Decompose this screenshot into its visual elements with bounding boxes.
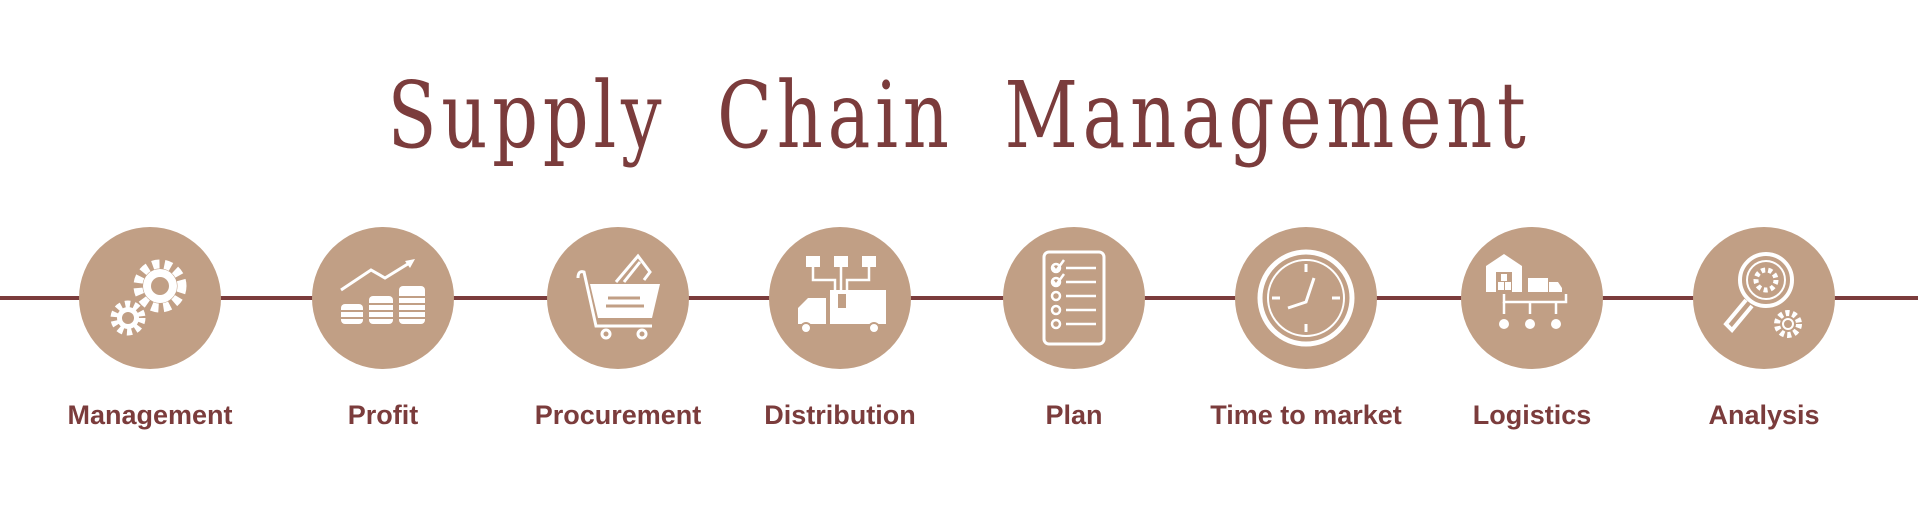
step-circle xyxy=(1461,227,1603,369)
step-circle xyxy=(769,227,911,369)
step-procurement: Procurement xyxy=(508,227,728,431)
step-label: Analysis xyxy=(1708,400,1820,430)
step-plan: Plan xyxy=(964,227,1184,431)
step-circle xyxy=(1693,227,1835,369)
step-analysis: Analysis xyxy=(1654,227,1874,431)
clock-icon xyxy=(1257,249,1355,347)
step-profit: Profit xyxy=(273,227,493,431)
step-circle xyxy=(1235,227,1377,369)
step-label: Plan xyxy=(1045,400,1103,430)
step-label: Distribution xyxy=(764,400,916,430)
step-circle xyxy=(312,227,454,369)
shopping-cart-icon xyxy=(576,253,660,340)
step-label: Procurement xyxy=(534,400,702,430)
step-circle xyxy=(547,227,689,369)
step-circle xyxy=(1003,227,1145,369)
delivery-truck-icon xyxy=(798,256,886,334)
step-time-to-market: Time to market xyxy=(1196,227,1416,431)
step-logistics: Logistics xyxy=(1422,227,1642,431)
step-label: Time to market xyxy=(1210,400,1402,430)
page-title: Supply Chain Management xyxy=(387,62,1531,169)
warehouse-icon xyxy=(1486,254,1568,329)
step-label: Management xyxy=(67,400,233,430)
step-management: Management xyxy=(40,227,260,431)
checklist-icon xyxy=(1042,250,1106,346)
step-label: Logistics xyxy=(1472,400,1592,430)
gears-icon xyxy=(110,259,187,336)
step-distribution: Distribution xyxy=(730,227,950,431)
magnifier-gear-icon xyxy=(1723,252,1802,338)
step-label: Profit xyxy=(347,400,419,430)
coins-growth-icon xyxy=(339,259,427,324)
step-circle xyxy=(79,227,221,369)
timeline-line xyxy=(0,296,1918,300)
